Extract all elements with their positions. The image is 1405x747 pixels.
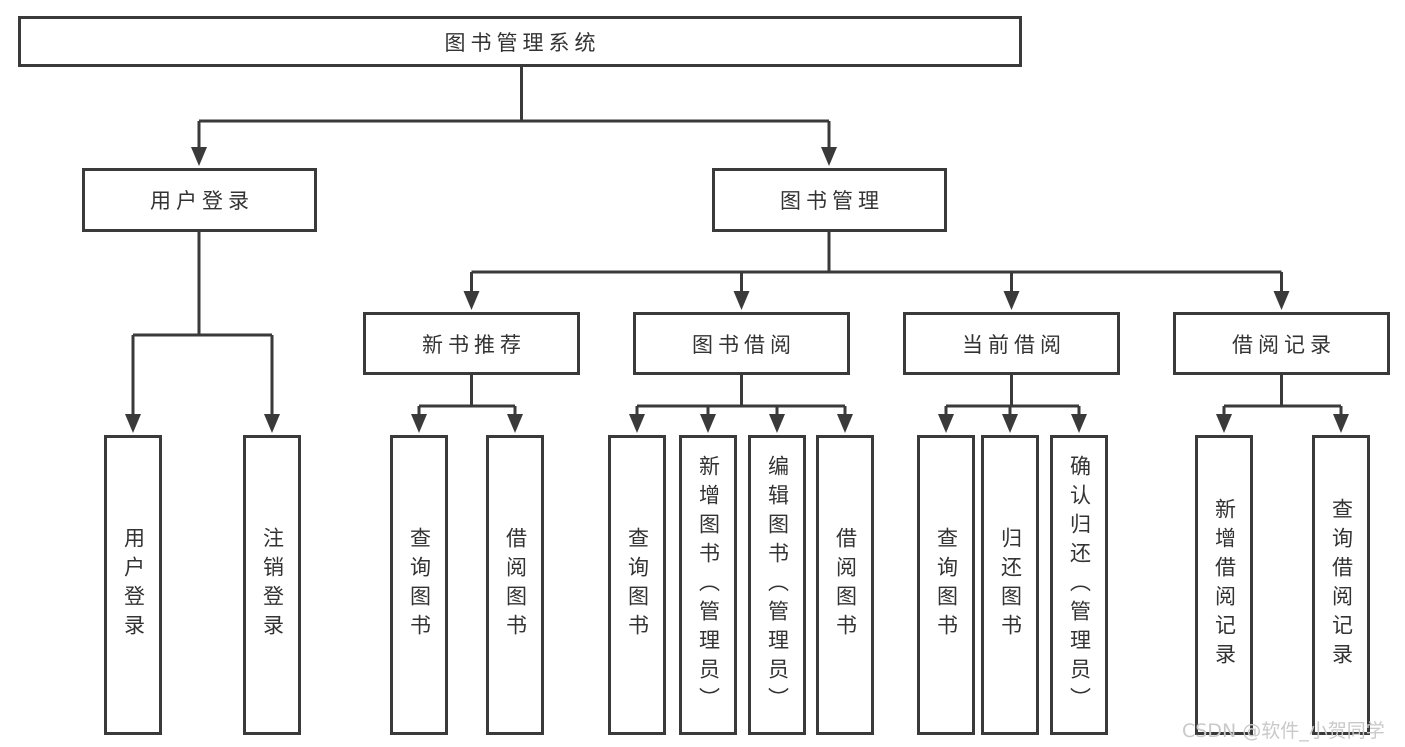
node-borrow-records: 借阅记录 (1173, 312, 1390, 375)
arrow-down-icon (463, 291, 480, 310)
node-user-login: 用户登录 (82, 168, 317, 232)
node-label: 注销登录 (260, 527, 285, 643)
arrow-down-icon (1002, 414, 1018, 433)
leaf-edit-book-admin: 编辑图书（管理员） (748, 435, 806, 735)
connector-root-to-level2 (197, 67, 831, 150)
arrow-down-icon (629, 414, 645, 433)
node-label: 图书管理 (780, 189, 884, 213)
connector-current-to-leaves (944, 375, 1081, 417)
node-label: 图书管理系统 (444, 30, 601, 55)
leaf-query-books-borrow: 查询图书 (608, 435, 666, 735)
arrow-down-icon (1333, 414, 1349, 433)
connector-borrow-to-leaves (635, 375, 847, 417)
arrow-down-icon (411, 414, 427, 433)
arrowheads (125, 147, 1349, 433)
arrow-down-icon (938, 414, 954, 433)
arrow-down-icon (769, 414, 785, 433)
node-label: 新书推荐 (422, 332, 526, 357)
leaf-user-login: 用户登录 (104, 435, 162, 735)
node-label: 确认归还（管理员） (1067, 454, 1092, 716)
arrow-down-icon (700, 414, 716, 433)
leaf-borrow-books-borrow: 借阅图书 (816, 435, 874, 735)
arrow-down-icon (1071, 414, 1087, 433)
node-label: 借阅记录 (1232, 332, 1336, 357)
node-label: 查询图书 (625, 527, 650, 643)
watermark-text: CSDN @软件_小贺同学 (1182, 720, 1385, 742)
leaf-borrow-books-recommend: 借阅图书 (486, 435, 544, 735)
node-label: 编辑图书（管理员） (765, 454, 790, 716)
node-label: 当前借阅 (962, 332, 1066, 357)
leaf-query-borrow-record: 查询借阅记录 (1312, 435, 1370, 735)
arrow-down-icon (125, 414, 141, 433)
node-root-system: 图书管理系统 (18, 16, 1022, 67)
node-label: 图书借阅 (692, 332, 796, 357)
node-book-borrow: 图书借阅 (633, 312, 850, 375)
arrow-down-icon (1273, 291, 1290, 310)
node-label: 借阅图书 (503, 527, 528, 643)
node-label: 借阅图书 (833, 527, 858, 643)
arrow-down-icon (733, 291, 750, 310)
node-label: 查询图书 (407, 527, 432, 643)
node-label: 查询图书 (934, 527, 959, 643)
connector-login-to-leaves (131, 232, 274, 417)
node-label: 新增借阅记录 (1212, 498, 1237, 672)
node-label: 用户登录 (121, 527, 146, 643)
connector-mgmt-to-level3 (470, 232, 1283, 294)
leaf-query-books-recommend: 查询图书 (390, 435, 448, 735)
node-current-borrow: 当前借阅 (903, 312, 1120, 375)
node-label: 用户登录 (150, 189, 254, 213)
arrow-down-icon (1003, 291, 1020, 310)
arrow-down-icon (191, 147, 207, 166)
arrow-down-icon (507, 414, 523, 433)
leaf-add-book-admin: 新增图书（管理员） (679, 435, 737, 735)
node-book-management: 图书管理 (712, 168, 947, 232)
leaf-add-borrow-record: 新增借阅记录 (1195, 435, 1253, 735)
node-label: 查询借阅记录 (1329, 498, 1354, 672)
connector-recommend-to-leaves (417, 375, 517, 417)
leaf-return-book: 归还图书 (981, 435, 1039, 735)
leaf-confirm-return-admin: 确认归还（管理员） (1050, 435, 1108, 735)
arrow-down-icon (1216, 414, 1232, 433)
node-label: 新增图书（管理员） (696, 454, 721, 716)
leaf-logout: 注销登录 (243, 435, 301, 735)
node-new-book-recommend: 新书推荐 (363, 312, 580, 375)
leaf-query-books-current: 查询图书 (917, 435, 975, 735)
arrow-down-icon (837, 414, 853, 433)
arrow-down-icon (821, 147, 837, 166)
connector-records-to-leaves (1222, 375, 1343, 417)
node-label: 归还图书 (998, 527, 1023, 643)
arrow-down-icon (264, 414, 280, 433)
